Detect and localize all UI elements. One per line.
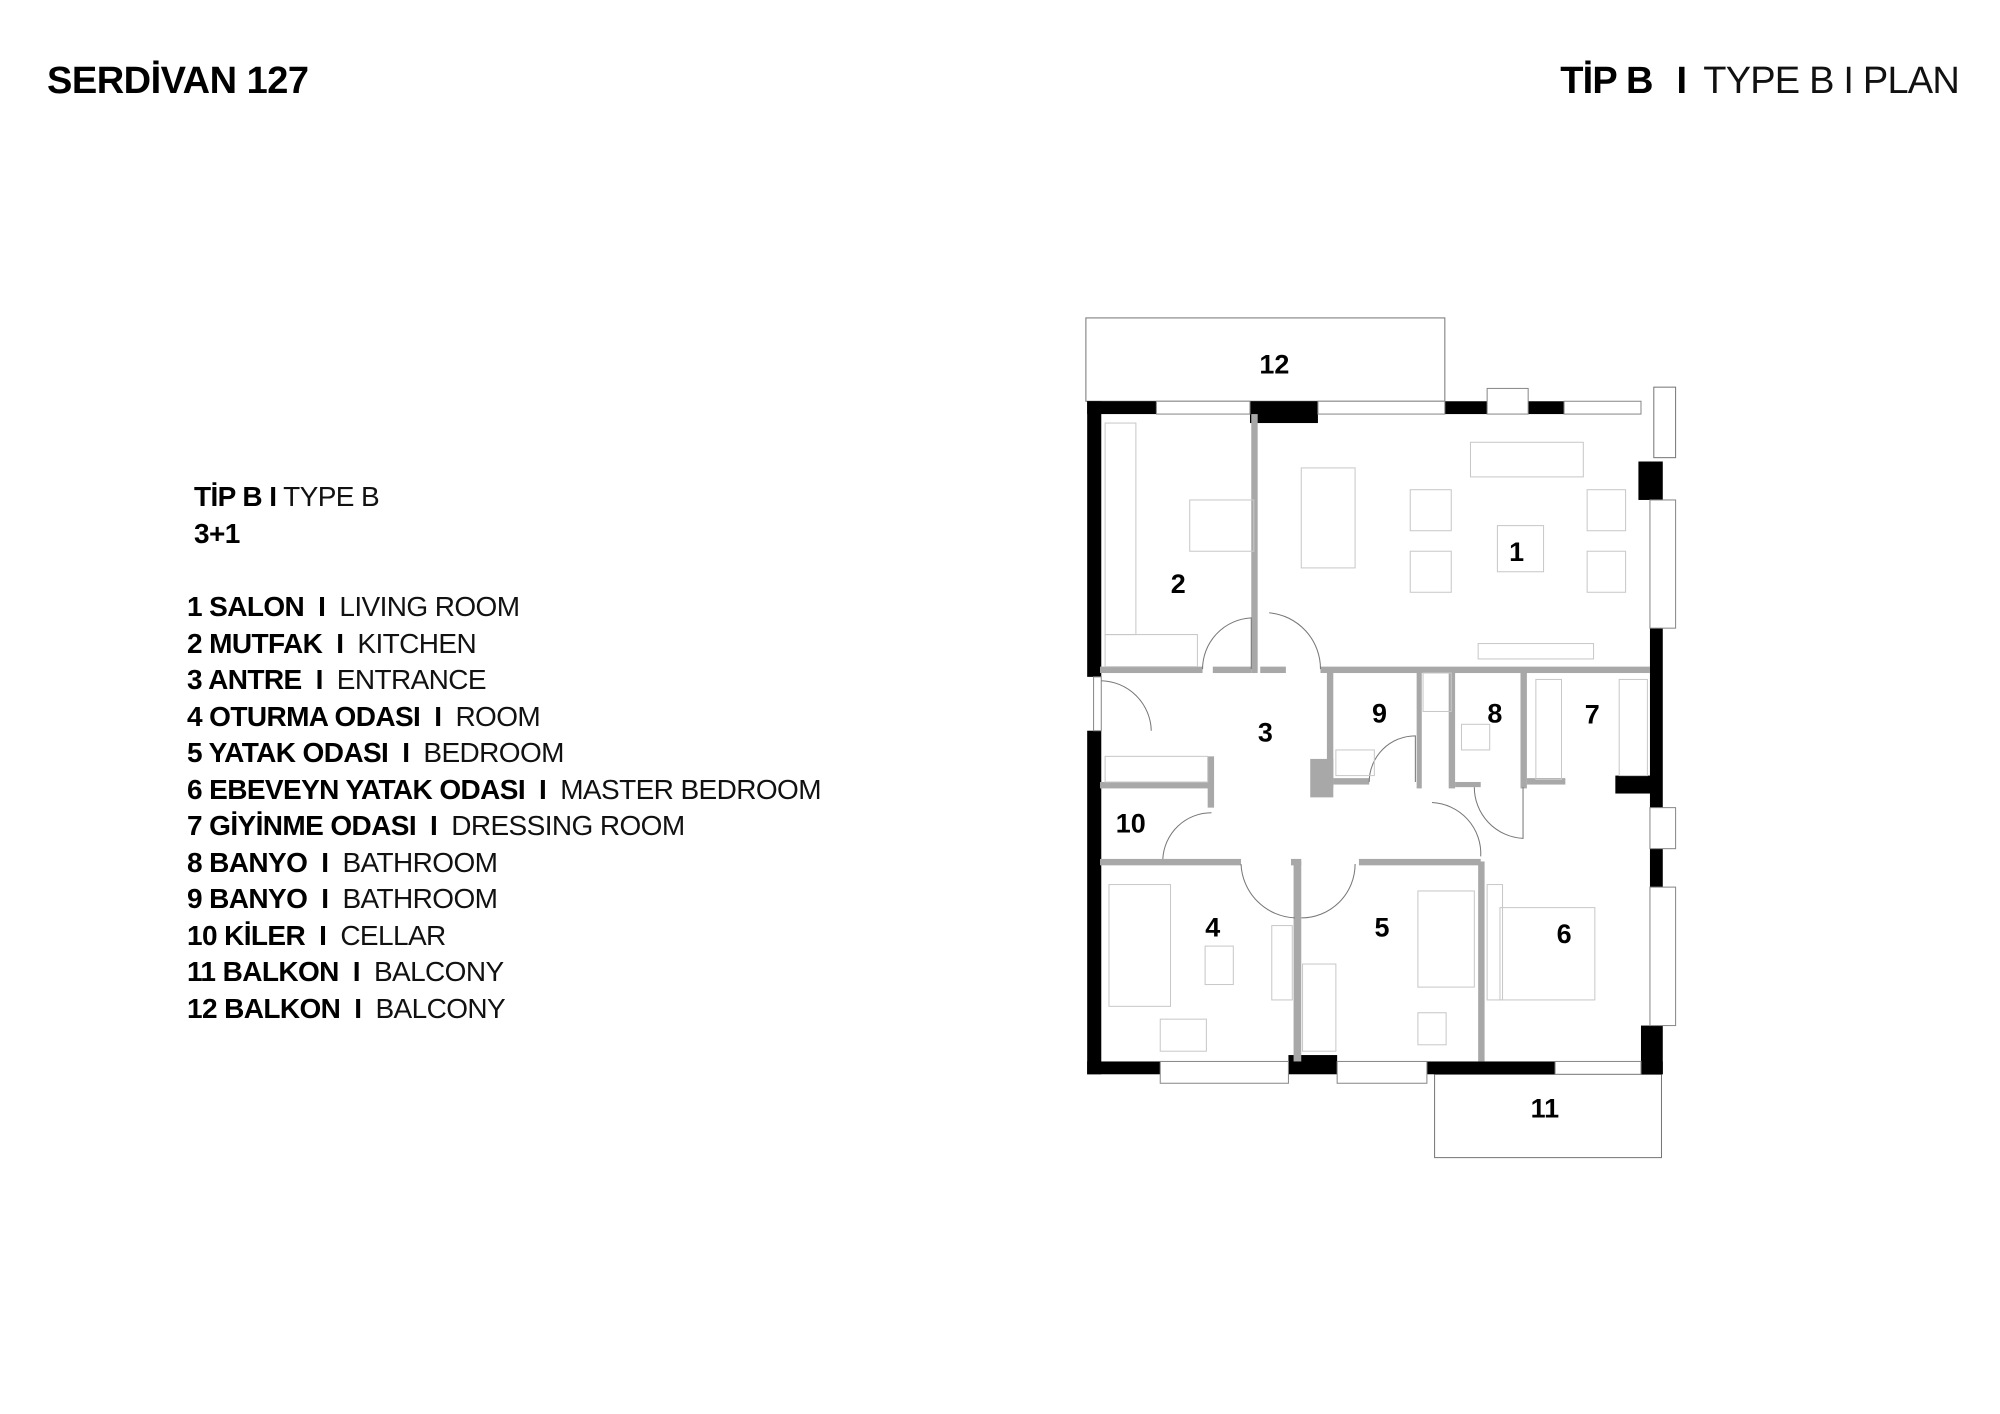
- legend-item-separator: I: [354, 992, 362, 1024]
- legend-item: 1 SALON I LIVING ROOM: [187, 589, 821, 626]
- legend-item-separator: I: [321, 883, 329, 914]
- legend-item-english: ROOM: [455, 700, 541, 732]
- legend-item: 12 BALKON I BALCONY: [187, 991, 821, 1028]
- room-label-11: 11: [1531, 1093, 1559, 1123]
- room-label-4: 4: [1205, 913, 1220, 943]
- sheet-title-separator: I: [1676, 60, 1687, 102]
- legend-item-turkish: 7 GİYİNME ODASI: [187, 810, 417, 841]
- legend-item-turkish: 8 BANYO: [187, 846, 308, 878]
- room-label-6: 6: [1557, 919, 1572, 949]
- legend-item-english: ENTRANCE: [336, 664, 487, 695]
- legend-item-english: BATHROOM: [342, 883, 498, 914]
- legend-item-turkish: 1 SALON: [187, 591, 305, 622]
- room-label-10: 10: [1116, 809, 1146, 839]
- type-block: TİP B I TYPE B 3+1: [194, 478, 380, 552]
- legend-item-english: MASTER BEDROOM: [560, 773, 821, 805]
- room-label-3: 3: [1258, 718, 1273, 748]
- legend-item-turkish: 10 KİLER: [187, 919, 306, 951]
- legend-item-english: BALCONY: [375, 992, 506, 1024]
- legend-item: 7 GİYİNME ODASI I DRESSING ROOM: [187, 808, 821, 845]
- project-title: SERDİVAN 127: [47, 60, 309, 102]
- legend-item-separator: I: [352, 956, 361, 987]
- type-heading-bold: TİP B I: [194, 481, 277, 512]
- room-label-12: 12: [1259, 350, 1289, 380]
- windows: [1093, 387, 1677, 1084]
- legend-item-separator: I: [434, 700, 442, 732]
- legend-item-english: DRESSING ROOM: [451, 810, 685, 841]
- legend-item: 5 YATAK ODASI I BEDROOM: [187, 735, 821, 772]
- legend-item-turkish: 4 OTURMA ODASI: [187, 700, 421, 732]
- room-label-8: 8: [1487, 698, 1502, 728]
- legend-item-english: BALCONY: [373, 956, 504, 987]
- legend-item-separator: I: [318, 591, 326, 622]
- legend-item-english: BEDROOM: [423, 737, 564, 768]
- legend-item-english: KITCHEN: [357, 627, 477, 659]
- legend-item-turkish: 12 BALKON: [187, 992, 341, 1024]
- legend-item-turkish: 3 ANTRE: [187, 664, 302, 695]
- type-heading-light: TYPE B: [283, 481, 380, 512]
- room-labels: 1 2 3 4 5 6 7 8 9 10 11 12: [1116, 350, 1600, 1124]
- legend-item-turkish: 2 MUTFAK: [187, 627, 323, 659]
- legend-item: 10 KİLER I CELLAR: [187, 918, 821, 955]
- sheet-title: TİP B I TYPE B I PLAN: [1560, 60, 1960, 103]
- legend-item-separator: I: [430, 810, 438, 841]
- legend-item-english: CELLAR: [340, 919, 446, 951]
- legend-item: 11 BALKON I BALCONY: [187, 954, 821, 991]
- room-label-7: 7: [1585, 700, 1600, 730]
- legend-item: 6 EBEVEYN YATAK ODASI I MASTER BEDROOM: [187, 772, 822, 809]
- legend-item: 2 MUTFAK I KITCHEN: [187, 626, 821, 663]
- legend-item-turkish: 6 EBEVEYN YATAK ODASI: [187, 773, 526, 805]
- room-label-5: 5: [1375, 913, 1390, 943]
- legend-item-separator: I: [336, 627, 344, 659]
- exterior-walls: [1087, 401, 1663, 1075]
- type-heading: TİP B I TYPE B: [194, 478, 380, 515]
- legend-item-turkish: 11 BALKON: [187, 956, 339, 987]
- room-label-2: 2: [1171, 569, 1186, 599]
- sheet-title-subtitle: TYPE B I PLAN: [1703, 60, 1960, 102]
- legend-item-separator: I: [539, 773, 547, 805]
- legend-item-separator: I: [319, 919, 327, 951]
- legend-item-english: BATHROOM: [342, 846, 498, 878]
- legend-item: 3 ANTRE I ENTRANCE: [187, 662, 821, 699]
- doors: [1101, 612, 1524, 919]
- sheet-title-type: TİP B: [1560, 60, 1653, 102]
- legend-item-english: LIVING ROOM: [339, 591, 520, 622]
- legend-item-turkish: 5 YATAK ODASI: [187, 737, 389, 768]
- room-label-9: 9: [1372, 698, 1387, 728]
- legend-item: 9 BANYO I BATHROOM: [187, 881, 821, 918]
- interior-walls: [1099, 414, 1650, 1062]
- legend-item-turkish: 9 BANYO: [187, 883, 308, 914]
- legend-item-separator: I: [315, 664, 324, 695]
- legend-item: 4 OTURMA ODASI I ROOM: [187, 699, 821, 736]
- room-label-1: 1: [1509, 537, 1524, 567]
- legend-item: 8 BANYO I BATHROOM: [187, 845, 821, 882]
- furniture: [1104, 422, 1648, 1052]
- room-count: 3+1: [194, 518, 240, 549]
- balcony-edge: [1653, 386, 1677, 459]
- legend-item-separator: I: [321, 846, 329, 878]
- legend-item-separator: I: [402, 737, 410, 768]
